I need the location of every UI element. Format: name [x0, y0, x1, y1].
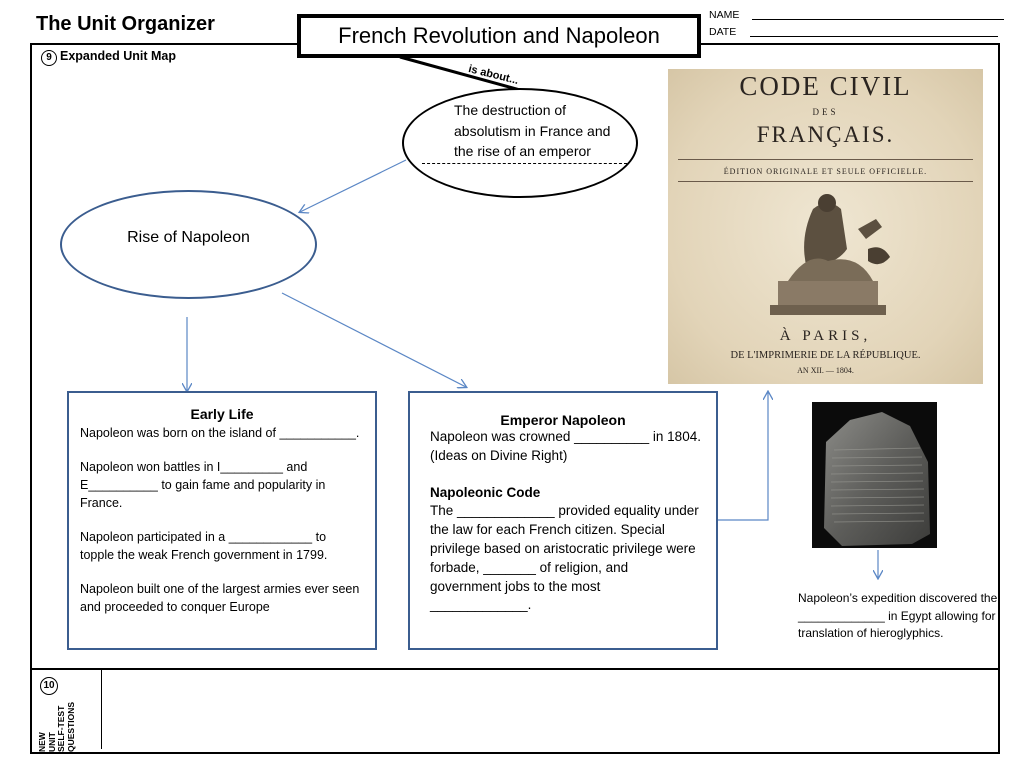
code-civil-line3: FRANÇAIS.: [668, 122, 983, 148]
code-civil-line1: CODE CIVIL: [668, 71, 983, 102]
self-test-label-line4: QUESTIONS: [67, 702, 77, 752]
self-test-answer-area[interactable]: [104, 672, 996, 750]
code-civil-line5: À PARIS,: [668, 328, 983, 345]
code-civil-line6: DE L'IMPRIMERIE DE LA RÉPUBLIQUE.: [668, 350, 983, 361]
subtopic-text: Rise of Napoleon: [60, 229, 317, 247]
self-test-divider: [32, 668, 1000, 670]
emperor-p1: Napoleon was crowned __________ in 1804.…: [430, 428, 702, 466]
early-life-card: Early Life Napoleon was born on the isla…: [67, 391, 377, 650]
rosetta-caption: Napoleon’s expedition discovered the ___…: [798, 590, 998, 643]
emperor-p2: The _____________ provided equality unde…: [430, 502, 702, 615]
code-civil-line2: DES: [668, 107, 983, 117]
early-life-p3: Napoleon participated in a ____________ …: [80, 528, 363, 564]
code-civil-image: CODE CIVIL DES FRANÇAIS. ÉDITION ORIGINA…: [668, 69, 983, 384]
arrow-to-code-civil: [718, 392, 768, 520]
self-test-number-badge: 10: [40, 677, 58, 695]
early-life-p2: Napoleon won battles in I_________ and E…: [80, 458, 363, 512]
code-civil-line7: AN XII. — 1804.: [668, 366, 983, 375]
unit-topic-box: French Revolution and Napoleon: [297, 14, 701, 58]
emperor-card: Emperor Napoleon Napoleon was crowned __…: [408, 391, 718, 650]
arrow-to-emperor: [282, 293, 466, 387]
engraving-illustration: [758, 189, 898, 319]
main-idea-divider: [422, 163, 627, 164]
self-test-column-divider: [101, 669, 102, 749]
early-life-p1: Napoleon was born on the island of _____…: [80, 424, 363, 442]
napoleonic-code-title: Napoleonic Code: [430, 484, 702, 503]
arrow-to-rise: [300, 160, 406, 212]
rosetta-stone-graphic: [812, 402, 937, 548]
emperor-title: Emperor Napoleon: [410, 412, 716, 428]
main-idea-text: The destruction of absolutism in France …: [454, 100, 624, 162]
early-life-p4: Napoleon built one of the largest armies…: [80, 580, 363, 616]
section-number-badge: 9: [41, 50, 57, 66]
early-life-title: Early Life: [69, 406, 375, 422]
code-civil-rule: [678, 159, 973, 160]
rosetta-stone-image: [812, 402, 937, 548]
code-civil-line4: ÉDITION ORIGINALE ET SEULE OFFICIELLE.: [668, 167, 983, 176]
code-civil-rule-2: [678, 181, 973, 182]
section-label: Expanded Unit Map: [60, 49, 176, 63]
